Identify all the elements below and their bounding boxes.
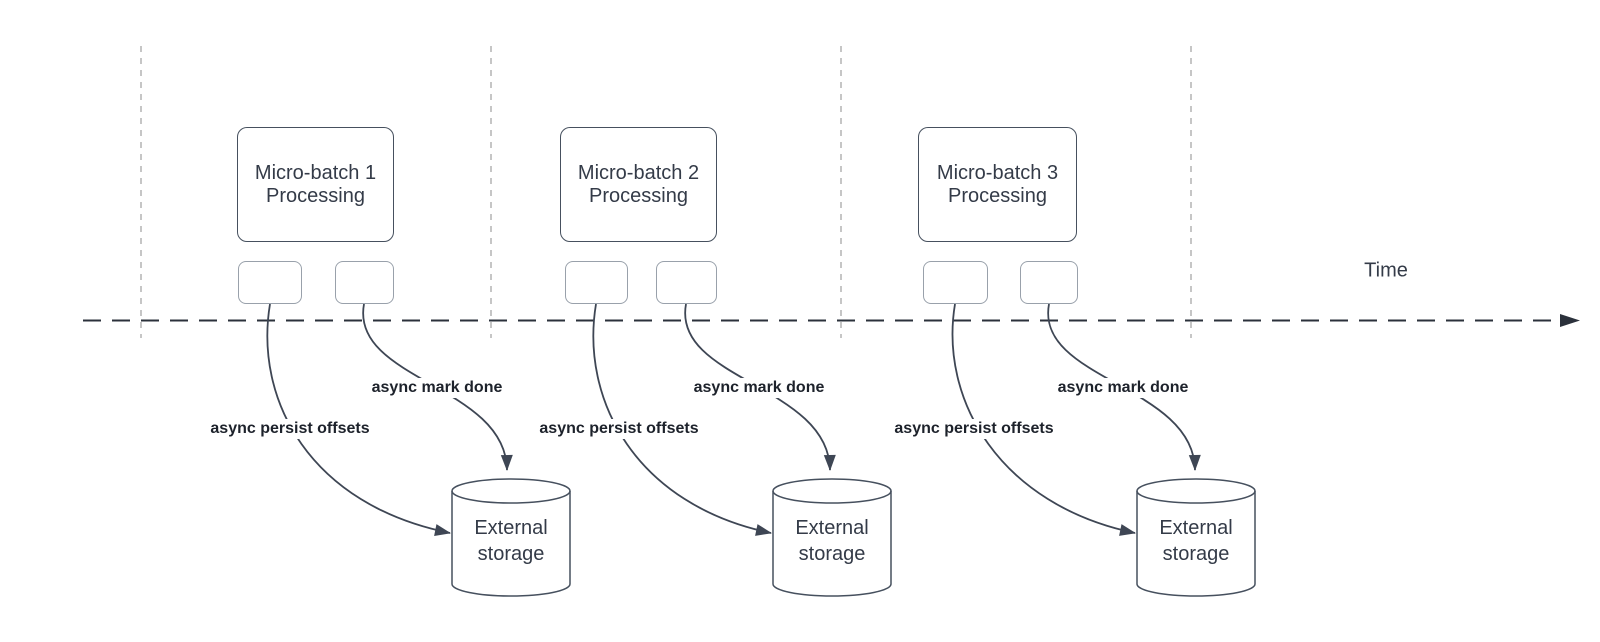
- micro-batch-2-processing-box: Micro-batch 2 Processing: [560, 127, 717, 242]
- micro-batch-1-processing-box: Micro-batch 1 Processing: [237, 127, 394, 242]
- mark-done-arrow-label-1: async mark done: [367, 378, 507, 398]
- persist-offsets-arrow-label-3: async persist offsets: [890, 419, 1058, 439]
- storage-cylinder-3: [1136, 478, 1256, 597]
- persist-offsets-arrow-3: [951, 303, 1136, 536]
- time-axis-arrowhead-icon: [1560, 314, 1580, 327]
- mark-done-task-box-1: [335, 261, 394, 304]
- cylinder-body: [1136, 478, 1256, 597]
- external-storage-label-2: External storage: [795, 517, 869, 565]
- time-axis-label: Time: [1364, 259, 1408, 282]
- storage-cylinder-1: [451, 478, 571, 597]
- persist-offsets-task-box-1: [238, 261, 302, 304]
- cylinder-body: [772, 478, 892, 597]
- external-storage-label-3: External storage: [1159, 517, 1233, 565]
- persist-offsets-arrow-label-1: async persist offsets: [206, 419, 374, 439]
- micro-batch-1-processing-label: Micro-batch 1 Processing: [254, 161, 377, 207]
- mark-done-task-box-2: [656, 261, 717, 304]
- cylinder-rim: [1136, 490, 1256, 504]
- time-axis: [83, 314, 1580, 327]
- mark-done-arrow-label-2: async mark done: [689, 378, 829, 398]
- persist-offsets-task-box-3: [923, 261, 988, 304]
- persist-offsets-task-box-2: [565, 261, 628, 304]
- mark-done-task-box-3: [1020, 261, 1078, 304]
- persist-offsets-arrow-label-2: async persist offsets: [535, 419, 703, 439]
- storage-cylinder-2: [772, 478, 892, 597]
- persist-offsets-arrow-2: [592, 303, 772, 536]
- external-storage-label-1: External storage: [474, 517, 548, 565]
- cylinder-rim: [451, 490, 571, 504]
- cylinder-rim: [772, 490, 892, 504]
- time-guide-lines: [140, 46, 1192, 338]
- micro-batch-3-processing-label: Micro-batch 3 Processing: [936, 161, 1059, 207]
- mark-done-arrow-label-3: async mark done: [1053, 378, 1193, 398]
- micro-batch-2-processing-label: Micro-batch 2 Processing: [577, 161, 700, 207]
- micro-batch-3-processing-box: Micro-batch 3 Processing: [918, 127, 1077, 242]
- persist-offsets-arrow-1: [266, 303, 451, 536]
- cylinder-body: [451, 478, 571, 597]
